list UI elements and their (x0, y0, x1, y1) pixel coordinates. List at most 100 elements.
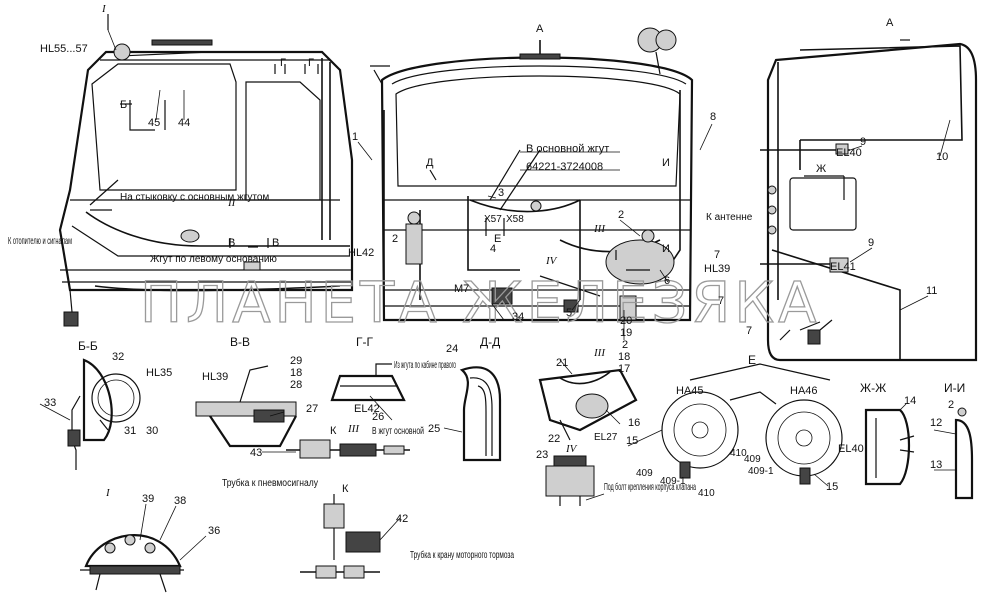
e-n410b: 410 (730, 448, 747, 459)
vv-n27: 27 (306, 403, 318, 415)
iii-roman: III (593, 347, 606, 359)
label-to-antenna: К антенне (706, 212, 753, 223)
label-view-a-right: А (886, 17, 894, 29)
e-n4091a: 409-1 (660, 476, 686, 487)
gg-title: Г-Г (356, 335, 373, 349)
label-num-45: 45 (148, 117, 160, 129)
zhzh-n14: 14 (904, 395, 916, 407)
label-i-arrow-mid: И (662, 243, 670, 255)
label-v-left: В (228, 237, 235, 249)
label-d-arrow: Д (426, 157, 434, 169)
bb-n33: 33 (44, 397, 56, 409)
label-num-4: 4 (490, 243, 496, 255)
label-to-main-harness: На стыковку с основным жгутом (120, 192, 269, 203)
cab-side-outline (58, 50, 354, 292)
label-num-3: 3 (498, 187, 504, 199)
i-title: I (105, 487, 111, 499)
gg-from-harness: Из жгута по кабине правого (394, 359, 456, 371)
section-dd (459, 366, 502, 462)
ii-n12: 12 (930, 417, 942, 429)
zhzh-el40: EL40 (838, 443, 864, 455)
label-b-arrow: Б (120, 99, 127, 111)
label-num-9a: 9 (860, 136, 866, 148)
e-ha46: НА46 (790, 385, 818, 397)
detail-pneumo (286, 439, 410, 579)
bb-n30: 30 (146, 425, 158, 437)
detail-i-lamps (80, 534, 184, 593)
pneumo-tube-pneumo: Трубка к пневмосигналу (222, 477, 318, 489)
section-ii (954, 407, 974, 500)
iv-note: Под болт крепления корпуса клапана (604, 481, 696, 493)
vv-title: В-В (230, 335, 250, 349)
label-num-44: 44 (178, 117, 190, 129)
label-num-2a: 2 (392, 233, 398, 245)
pneumo-to-main: В жгут основной (372, 426, 424, 437)
dd-n24: 24 (446, 343, 458, 355)
label-num-11: 11 (926, 285, 937, 297)
vv-n28: 28 (290, 379, 302, 391)
e-title: Е (748, 353, 756, 367)
label-g-left: Г (280, 57, 286, 69)
section-vv (195, 365, 297, 448)
view-e-horns (661, 363, 843, 485)
label-v-right: В (272, 237, 279, 249)
label-x57: X57 (484, 214, 502, 225)
label-num-2b: 2 (618, 209, 624, 221)
gg-el42: EL42 (354, 403, 380, 415)
front-panel-outline (766, 42, 978, 362)
e-n409b: 409 (744, 454, 761, 465)
section-gg (330, 363, 406, 402)
cab-rear-view (370, 27, 694, 322)
pneumo-k-top: К (330, 425, 337, 437)
e-n15a: 15 (626, 435, 638, 447)
label-hl55-57: HL55...57 (40, 43, 88, 55)
iii-n18: 18 (618, 351, 630, 363)
e-n4091b: 409-1 (748, 466, 774, 477)
iv-roman: IV (565, 443, 578, 455)
iii-n16: 16 (628, 417, 640, 429)
pneumo-roman: III (347, 423, 360, 435)
label-num-20: 20 (620, 315, 632, 327)
label-main-harness: В основной жгут (526, 143, 609, 155)
label-hl42: HL42 (348, 247, 374, 259)
pneumo-tube-brake: Трубка к крану моторного тормоза (410, 549, 514, 561)
label-e-arrow: Е (494, 233, 501, 245)
section-bb (67, 358, 141, 470)
label-hl39-top: HL39 (704, 263, 730, 275)
detail-iii-el27 (538, 368, 638, 441)
e-ha45: НА45 (676, 385, 704, 397)
i-n38: 38 (174, 495, 186, 507)
label-main-harness-code: 64221-3724008 (526, 161, 603, 173)
label-num-8: 8 (710, 111, 716, 123)
cab-front-view (760, 39, 978, 362)
label-num-34: 34 (512, 311, 524, 323)
i-n39: 39 (142, 493, 154, 505)
vv-n18: 18 (290, 367, 302, 379)
e-n410a: 410 (698, 488, 715, 499)
label-num-5: 5 (566, 307, 572, 319)
label-i-arrow-top: И (662, 157, 670, 169)
iii-n22: 22 (548, 433, 560, 445)
label-el41: EL41 (830, 261, 856, 273)
vv-n29: 29 (290, 355, 302, 367)
e-n409a: 409 (636, 468, 653, 479)
label-num-19: 19 (620, 327, 632, 339)
gg-n26: 26 (372, 411, 384, 423)
e-n15b: 15 (826, 481, 838, 493)
label-roman-i-top: I (101, 3, 107, 15)
iii-n17: 17 (618, 363, 630, 375)
ii-title: И-И (944, 381, 965, 395)
iv-n23: 23 (536, 449, 548, 461)
label-roman-ii: II (227, 197, 237, 209)
label-to-heater: К отопителю и сигналам (8, 236, 72, 247)
label-num-7c: 7 (746, 325, 752, 337)
vv-hl39: HL39 (202, 371, 228, 383)
ii-n2: 2 (948, 399, 954, 411)
label-num-1: 1 (352, 131, 358, 143)
ii-n13: 13 (930, 459, 942, 471)
zhzh-title: Ж-Ж (860, 381, 886, 395)
label-num-10: 10 (936, 151, 948, 163)
label-roman-iv: IV (545, 255, 558, 267)
label-g-right: Г (308, 57, 314, 69)
